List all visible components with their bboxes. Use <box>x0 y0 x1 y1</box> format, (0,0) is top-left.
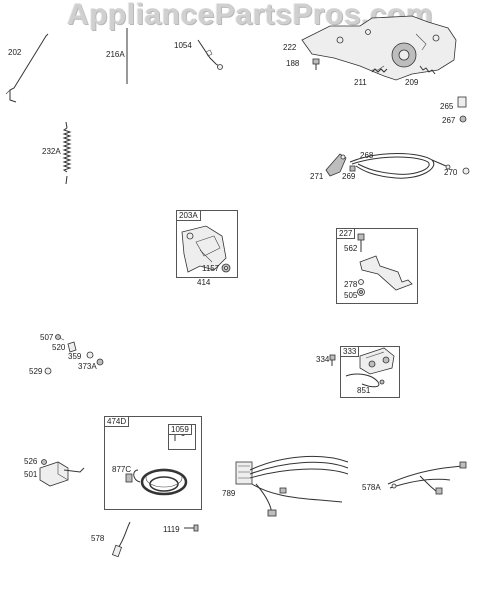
part-278-washer <box>358 279 364 285</box>
part-789-harness <box>235 455 349 517</box>
part-333-module <box>359 347 395 375</box>
group-box-1059-label: 1059 <box>168 424 192 435</box>
part-578-wire <box>111 521 131 558</box>
part-232A-spring <box>62 121 72 185</box>
part-507-screw <box>55 334 65 341</box>
part-501-rectifier <box>39 461 85 487</box>
label-334: 334 <box>316 355 330 364</box>
part-270-nut <box>462 167 470 175</box>
part-222-bracket <box>301 15 457 81</box>
part-202-rod <box>5 33 49 103</box>
label-271: 271 <box>310 172 324 181</box>
label-507: 507 <box>40 333 54 342</box>
label-789: 789 <box>222 489 236 498</box>
part-529-washer <box>44 367 52 375</box>
group-box-227 <box>336 228 418 304</box>
part-268-cable <box>349 153 451 179</box>
part-851-clip <box>345 373 385 388</box>
group-box-203A <box>176 210 238 278</box>
label-520: 520 <box>52 343 66 352</box>
label-1157: 1157 <box>202 264 220 273</box>
label-578: 578 <box>91 534 105 543</box>
part-1054-linkage <box>197 39 223 70</box>
part-1119-screw <box>184 524 199 532</box>
part-271-clamp <box>325 153 347 177</box>
part-877C-alternator <box>125 468 188 496</box>
group-box-203A-label: 203A <box>176 210 201 221</box>
group-box-333-label: 333 <box>340 346 360 357</box>
part-269-screw <box>349 165 356 172</box>
part-203A-bracket <box>181 225 227 273</box>
label-270: 270 <box>444 168 458 177</box>
label-414: 414 <box>197 278 211 287</box>
label-268: 268 <box>360 151 374 160</box>
label-269: 269 <box>342 172 356 181</box>
label-209: 209 <box>405 78 419 87</box>
part-267-nut <box>459 115 467 123</box>
label-501: 501 <box>24 470 38 479</box>
label-222: 222 <box>283 43 297 52</box>
label-1119: 1119 <box>163 525 180 534</box>
part-227-bracket <box>359 255 413 291</box>
label-188: 188 <box>286 59 300 68</box>
label-877C: 877C <box>112 465 132 474</box>
label-278: 278 <box>344 280 358 289</box>
label-232A: 232A <box>42 147 61 156</box>
part-359-washer <box>86 351 94 359</box>
part-373A-nut <box>96 358 104 366</box>
label-202: 202 <box>8 48 22 57</box>
group-box-474D <box>104 416 202 510</box>
label-578A: 578A <box>362 483 381 492</box>
label-529: 529 <box>29 367 43 376</box>
label-373A: 373A <box>78 362 97 371</box>
label-265: 265 <box>440 102 454 111</box>
group-box-333 <box>340 346 400 398</box>
part-188-screw <box>312 58 320 70</box>
label-526: 526 <box>24 457 38 466</box>
part-265-clip <box>457 96 467 108</box>
part-562-screw <box>357 233 365 252</box>
label-216A: 216A <box>106 50 125 59</box>
part-334-screw <box>329 354 336 366</box>
label-851: 851 <box>357 386 371 395</box>
label-1054: 1054 <box>174 41 192 50</box>
part-209-spring <box>419 65 436 75</box>
part-505-washer <box>357 288 365 296</box>
group-box-474D-label: 474D <box>104 416 130 427</box>
label-267: 267 <box>442 116 456 125</box>
part-211-spring <box>371 68 388 73</box>
label-562: 562 <box>344 244 358 253</box>
label-505: 505 <box>344 291 358 300</box>
group-box-227-label: 227 <box>336 228 356 239</box>
part-520-bracket <box>67 341 77 353</box>
label-359: 359 <box>68 352 82 361</box>
label-211: 211 <box>354 78 367 87</box>
part-526-screw <box>41 459 47 465</box>
part-1157-nut <box>221 263 231 273</box>
part-578A-harness <box>387 461 467 495</box>
